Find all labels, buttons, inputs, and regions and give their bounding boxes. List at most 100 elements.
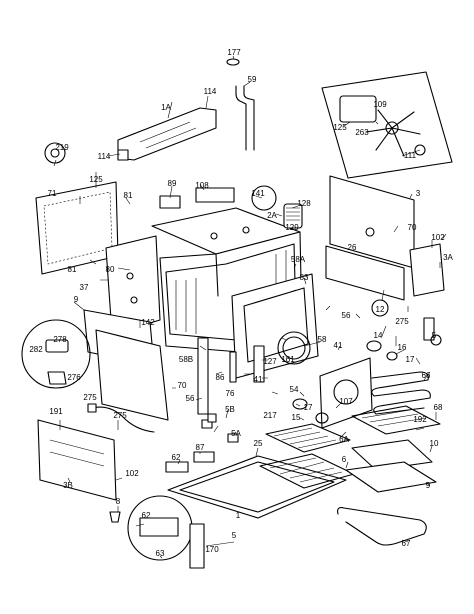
callout-label: 263 [355, 128, 369, 137]
callout-label: 129 [285, 223, 299, 232]
callout-label: 109 [373, 100, 387, 109]
callout-labels: 177 59 1A 114 114 219 125 71 89 108 141 … [29, 48, 453, 558]
callout-label: 177 [227, 48, 241, 57]
right-side-panel-part [325, 175, 415, 301]
callout-label: 58A [291, 255, 306, 264]
callout-label: 114 [98, 152, 111, 161]
callout-label: 67 [402, 539, 411, 548]
callout-label: 275 [395, 317, 409, 326]
callout-label: 63 [156, 549, 165, 558]
callout-label: 3 [416, 189, 421, 198]
callout-label: 71 [48, 189, 57, 198]
latch-parts [229, 331, 311, 383]
callout-label: 142 [141, 318, 155, 327]
lower-left-bracket-part [37, 419, 117, 501]
rear-wall-panel-part [105, 235, 161, 335]
callout-label: 17 [406, 355, 415, 364]
callout-label: 102 [125, 469, 139, 478]
callout-label: 125 [333, 123, 347, 132]
callout-label: 1 [236, 511, 241, 520]
callout-label: 275 [113, 411, 127, 420]
callout-label: 141 [251, 189, 265, 198]
part-128-129 [283, 203, 303, 229]
callout-label: 89 [168, 179, 177, 188]
callout-label: 58 [318, 335, 327, 344]
callout-label: 62 [172, 453, 181, 462]
fan-motor-inset [321, 71, 453, 179]
callout-label: 5B [225, 405, 235, 414]
light-bulb-parts [292, 299, 435, 424]
callout-label: 81 [68, 265, 77, 274]
callout-label: 62 [142, 511, 151, 520]
callout-label: 14 [374, 331, 383, 340]
callout-label: 26 [348, 243, 357, 252]
callout-label: 17 [304, 403, 313, 412]
callout-label: 5 [432, 331, 437, 340]
vent-tube-part [226, 58, 255, 151]
callout-label: 192 [413, 415, 427, 424]
callout-label: 81 [124, 191, 133, 200]
callout-label: 56 [186, 394, 195, 403]
small-clip-parts [165, 413, 239, 473]
callout-label: 9 [74, 295, 79, 304]
callout-label: 86 [216, 373, 225, 382]
callout-label: 107 [339, 397, 353, 406]
callout-label: 58B [179, 355, 193, 364]
callout-label: 111 [404, 151, 417, 160]
callout-label: 2A [267, 211, 277, 220]
callout-label: 70 [178, 381, 187, 390]
callout-label: 108 [195, 181, 209, 190]
callout-label: 5A [231, 429, 241, 438]
leveling-leg-parts [109, 334, 442, 569]
callout-label: 1A [161, 103, 171, 112]
callout-label: 68 [434, 403, 443, 412]
callout-label: 56 [342, 311, 351, 320]
top-bracket-part [117, 107, 217, 161]
callout-label: 3A [443, 253, 453, 262]
broil-element-part [371, 371, 431, 415]
callout-label: 8 [116, 497, 121, 506]
callout-label: 87 [196, 443, 205, 452]
igniter-parts [159, 187, 235, 209]
callout-label: 80 [106, 265, 115, 274]
callout-label: 6 [342, 455, 347, 464]
door-inner-panel-part [95, 329, 169, 421]
callout-label: 41 [254, 375, 263, 384]
callout-label: 170 [205, 545, 219, 554]
callout-label: 41 [334, 341, 343, 350]
callout-label: 5 [232, 531, 237, 540]
callout-label: 3B [63, 481, 73, 490]
left-front-post-part [197, 337, 209, 415]
callout-label: 66 [422, 371, 431, 380]
oven-rack-parts [259, 405, 441, 493]
callout-label: 15 [292, 413, 301, 422]
callout-label: 10 [430, 439, 439, 448]
callout-label: 275 [83, 393, 97, 402]
wire-harness-part [87, 403, 155, 433]
callout-label: 9 [426, 481, 431, 490]
leader-lines [53, 55, 447, 559]
bracket-102-part [409, 243, 445, 297]
convection-cover-part [319, 357, 373, 429]
callout-label: 278 [53, 335, 67, 344]
callout-label: 70 [408, 223, 417, 232]
callout-label: 276 [67, 373, 81, 382]
callout-label: 102 [431, 233, 445, 242]
callout-label: 83 [300, 273, 309, 282]
callout-label: 219 [55, 143, 69, 152]
callout-label: 128 [297, 199, 311, 208]
callout-label: 125 [89, 175, 103, 184]
callout-label: 59 [248, 75, 257, 84]
callout-label: 114 [204, 87, 217, 96]
sensor-inset [21, 319, 91, 389]
callout-label: 76 [226, 389, 235, 398]
callout-label: 54 [290, 385, 299, 394]
bottom-pan-part [167, 455, 347, 519]
callout-label: 191 [49, 407, 63, 416]
callout-label: 6A [339, 435, 349, 444]
callout-label: 161 [281, 355, 295, 364]
callout-label: 12 [376, 305, 385, 314]
callout-label: 217 [263, 411, 277, 420]
bake-element-part [337, 507, 427, 546]
